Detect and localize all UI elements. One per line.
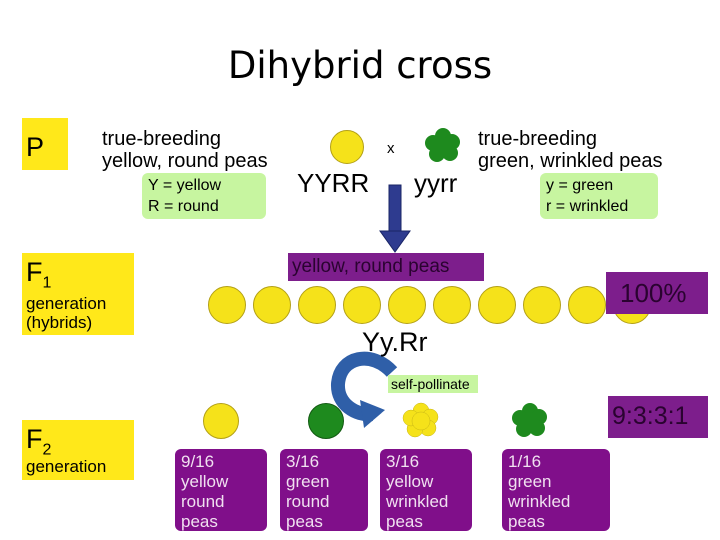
f1-percent-box: 100% [606,272,708,314]
p-left-key: Y = yellow R = round [142,173,266,219]
f2-shape: round [181,492,225,511]
f2-label-main: F [26,424,43,454]
f1-pea [208,286,246,324]
p-right-desc-line1: true-breeding [478,128,597,150]
f2-green-wrinkled-pea [512,403,547,437]
f2-fraction: 3/16 [286,452,320,471]
f2-shape: wrinkled [508,492,571,511]
f1-pea [388,286,426,324]
f2-fraction: 1/16 [508,452,542,471]
f1-label-main: F [26,257,43,287]
p-left-desc-line2: yellow, round peas [102,150,268,172]
f2-box-yellow-wrinkled: 3/16 yellow wrinkled peas [380,449,472,531]
f1-phenotype-banner: yellow, round peas [288,253,484,281]
f2-word: peas [181,512,218,531]
page-title: Dihybrid cross [227,44,493,87]
f2-label: F2 [26,424,51,459]
f1-label: F1 [26,257,51,292]
f2-green-round-pea [308,403,344,439]
p-right-key: y = green r = wrinkled [540,173,658,219]
f2-color: yellow [386,472,434,491]
f2-word: peas [508,512,545,531]
f2-label-sub: 2 [42,441,52,459]
f2-box-yellow-round: 9/16 yellow round peas [175,449,267,531]
f1-pea [568,286,606,324]
p-left-genotype: YYRR [297,168,370,198]
f1-pea [298,286,336,324]
f2-color: green [508,472,552,491]
p-left-description: true-breeding yellow, round peas [102,128,268,172]
p-left-desc-line1: true-breeding [102,128,221,150]
p-left-key-line1: Y = yellow [148,177,222,194]
p-green-wrinkled-pea [425,128,460,162]
f2-label-box: F2 generation [22,420,134,480]
f2-ratio: 9:3:3:1 [612,402,689,430]
cross-down-arrow [379,184,411,253]
p-right-description: true-breeding green, wrinkled peas [478,128,663,172]
p-right-genotype: yyrr [414,168,458,198]
f1-label-line2: generation [26,294,107,313]
f2-ratio-box: 9:3:3:1 [608,396,708,438]
f1-pea [253,286,291,324]
f2-shape: round [286,492,330,511]
self-pollinate-text: self-pollinate [391,376,470,392]
f2-box-green-wrinkled: 1/16 green wrinkled peas [502,449,610,531]
f1-label-box: F1 generation (hybrids) [22,253,134,335]
f1-genotype: Yy.Rr [362,327,428,357]
f1-percent: 100% [620,278,687,308]
p-left-key-line2: R = round [148,198,219,215]
f2-yellow-wrinkled-pea [402,402,439,438]
p-right-key-line2: r = wrinkled [546,198,629,215]
p-yellow-round-pea [330,130,364,164]
f1-pea [343,286,381,324]
f1-pea [523,286,561,324]
f1-label-line3: (hybrids) [26,313,93,332]
f1-pea [433,286,471,324]
f2-fraction: 9/16 [181,452,215,471]
f2-shape: wrinkled [386,492,449,511]
f2-label-line2: generation [26,457,107,476]
cross-symbol: x [387,140,395,157]
f1-label-sub: 1 [42,274,52,292]
f2-box-green-round: 3/16 green round peas [280,449,368,531]
p-right-desc-line2: green, wrinkled peas [478,150,663,172]
f2-word: peas [286,512,323,531]
self-pollinate-arrow [331,351,398,428]
self-pollinate-banner: self-pollinate [388,375,478,393]
f1-phenotype-text: yellow, round peas [292,256,450,277]
f2-color: green [286,472,330,491]
f2-word: peas [386,512,423,531]
p-label: P [26,132,45,162]
f1-pea [478,286,516,324]
f2-color: yellow [181,472,229,491]
p-right-key-line1: y = green [546,177,614,194]
f2-yellow-round-pea [203,403,239,439]
f2-fraction: 3/16 [386,452,420,471]
p-label-box: P [22,118,68,170]
